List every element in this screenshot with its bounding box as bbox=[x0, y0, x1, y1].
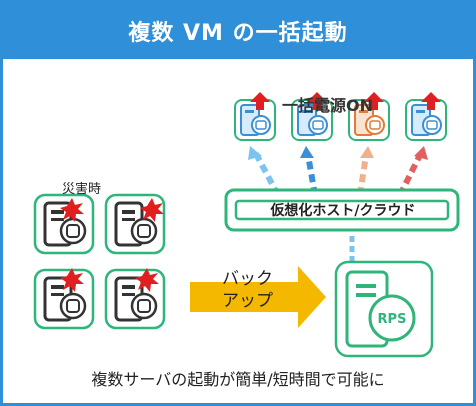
backup-label-line: アップ bbox=[222, 291, 273, 311]
vm-boot-arrows bbox=[248, 146, 428, 197]
backup-label: バック アップ bbox=[222, 268, 273, 312]
rps-label: RPS bbox=[378, 312, 407, 327]
host-label: 仮想化ホスト/クラウド bbox=[270, 203, 416, 219]
rps-server-icon bbox=[334, 260, 434, 358]
page-title: 複数 VM の一括起動 bbox=[3, 3, 473, 59]
disaster-label: 災害時 bbox=[62, 182, 102, 197]
virtualization-host-box bbox=[224, 188, 460, 232]
backup-arrow-icon bbox=[190, 266, 326, 328]
backup-label-line: バック bbox=[222, 269, 273, 289]
physical-server-icon bbox=[104, 268, 166, 330]
physical-server-icon bbox=[33, 193, 95, 255]
physical-server-icon bbox=[104, 193, 166, 255]
vm-server-icon bbox=[234, 99, 276, 141]
caption: 複数サーバの起動が簡単/短時間で可能に bbox=[91, 370, 385, 389]
power-on-label: 一括電源ON bbox=[282, 96, 373, 115]
vm-server-icon bbox=[405, 99, 447, 141]
